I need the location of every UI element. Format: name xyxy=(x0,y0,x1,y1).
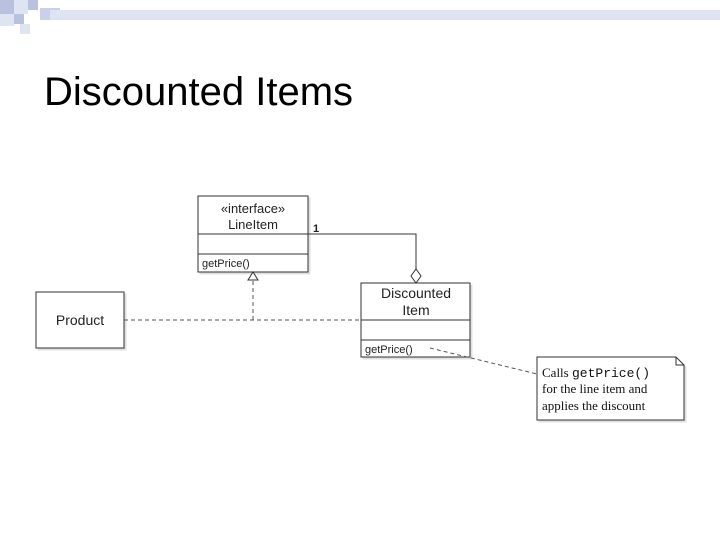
note: Calls getPrice() for the line item and a… xyxy=(536,356,685,421)
line-item-operation: getPrice() xyxy=(202,258,250,270)
class-line-item: «interface» LineItem getPrice() xyxy=(197,195,309,273)
note-line1: Calls getPrice() xyxy=(542,365,650,381)
note-line2: for the line item and xyxy=(542,381,648,396)
realization-arrowhead xyxy=(247,271,259,281)
line-item-name: LineItem xyxy=(228,217,278,232)
discounted-item-operation: getPrice() xyxy=(365,344,413,356)
class-discounted-item: Discounted Item getPrice() xyxy=(360,282,471,358)
class-product: Product xyxy=(35,291,125,349)
discounted-item-name-line2: Item xyxy=(402,302,429,318)
slide-title: Discounted Items xyxy=(44,70,354,114)
note-line3: applies the discount xyxy=(542,398,646,413)
note-connector xyxy=(429,347,538,375)
title-decoration xyxy=(0,0,720,34)
line-item-stereotype: «interface» xyxy=(221,201,285,216)
note-line1-code: getPrice() xyxy=(572,366,650,381)
product-name: Product xyxy=(56,312,104,328)
multiplicity-label: 1 xyxy=(313,223,319,235)
aggregation-diamond xyxy=(410,268,422,284)
class-product-box xyxy=(35,291,125,349)
note-box xyxy=(536,356,685,421)
note-line1-prefix: Calls xyxy=(542,365,572,380)
aggregation-connector xyxy=(308,233,417,269)
discounted-item-name-line1: Discounted xyxy=(381,285,451,301)
